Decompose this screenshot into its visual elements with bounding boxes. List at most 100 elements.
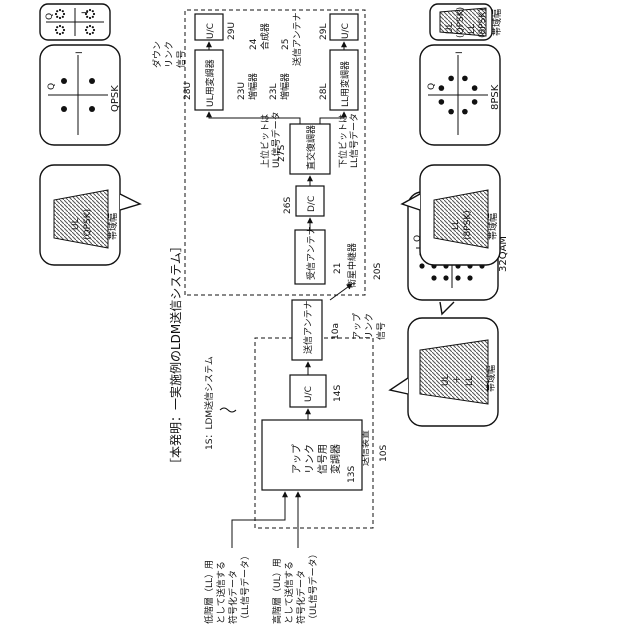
const-out-point-0 bbox=[59, 25, 61, 27]
spectrum-out-axis: 帯域幅 bbox=[491, 9, 503, 36]
const-out-point-15 bbox=[56, 10, 58, 12]
spectrum-ll-label-2: (8PSK) bbox=[463, 210, 473, 240]
combiner-24-label: 合成器 bbox=[259, 23, 271, 50]
ul-mod-28u-label: UL用変調器 bbox=[204, 59, 216, 107]
amp-23u-label: 増幅器 bbox=[247, 73, 259, 100]
spectrum-ul-label-2: (QPSK) bbox=[83, 209, 93, 240]
const-320-point-0 bbox=[419, 263, 424, 268]
uc-14s-ref: 14S bbox=[333, 385, 343, 402]
const-out-point-24 bbox=[89, 9, 91, 11]
const-320-point-16 bbox=[455, 275, 460, 280]
spectrum-in-axis: 帯域幅 bbox=[485, 365, 497, 392]
ll-input-arrow bbox=[232, 492, 285, 548]
system-label-leader bbox=[220, 408, 236, 412]
transmitter-ref: 10S bbox=[379, 445, 389, 462]
const-out-point-6 bbox=[55, 29, 57, 31]
input-ll-line-4: （LL信号データ） bbox=[239, 551, 251, 624]
uplink-modulator-line-2: リンク bbox=[304, 444, 316, 474]
const-out-bubble: Q I bbox=[40, 4, 110, 40]
const-out-point-13 bbox=[56, 16, 58, 18]
const-out-point-25 bbox=[92, 10, 94, 12]
tx-antenna-25-label: 送信アンテナ bbox=[291, 12, 303, 66]
spectrum-ll-axis: 帯域幅 bbox=[487, 213, 499, 240]
const-out-point-26 bbox=[93, 13, 95, 15]
const-qpsk-point-2 bbox=[89, 106, 95, 112]
const-8psk-name: 8PSK bbox=[490, 84, 501, 110]
const-out-point-10 bbox=[63, 13, 65, 15]
ll-mod-28l-label: LL用変調器 bbox=[339, 61, 351, 107]
const-qpsk-name: QPSK bbox=[110, 85, 121, 112]
const-320-point-4 bbox=[431, 275, 436, 280]
uc-14s-label: U/C bbox=[304, 386, 314, 402]
amp-23l-label: 増幅器 bbox=[279, 73, 291, 100]
const-out-point-20 bbox=[89, 33, 91, 35]
amp-23u-ref: 23U bbox=[237, 82, 247, 100]
const-out-point-18 bbox=[93, 29, 95, 31]
const-out-point-21 bbox=[86, 32, 88, 34]
const-8psk-bubble: Q I 8PSK bbox=[420, 45, 501, 145]
downlink-label-1: ダウン bbox=[151, 41, 163, 68]
ul-bits-note-2: UL信号データ bbox=[270, 111, 282, 168]
const-out-q: Q bbox=[45, 13, 55, 20]
demod-to-ul-mod-arrow bbox=[209, 112, 300, 124]
demod-27s-label: 直交復調器 bbox=[305, 125, 317, 170]
spectrum-ll-label-1: LL bbox=[451, 220, 461, 230]
input-ll: 低階層（LL）用 として送信する 符号化データ （LL信号データ） bbox=[203, 551, 251, 624]
const-out-point-29 bbox=[86, 16, 88, 18]
uplink-label-1: アップ bbox=[352, 313, 363, 340]
downlink-label-2: リンク bbox=[164, 41, 175, 68]
input-ul: 高階層（UL）用 として送信する 符号化データ （UL信号データ） bbox=[271, 549, 319, 624]
const-8psk-point-4 bbox=[448, 109, 454, 115]
uc-29u-ref: 29U bbox=[227, 22, 237, 40]
spectrum-out-label-3: LL bbox=[467, 24, 477, 34]
const-out-point-31 bbox=[86, 10, 88, 12]
const-8psk-point-7 bbox=[448, 76, 454, 82]
const-out-point-30 bbox=[85, 13, 87, 15]
const-qpsk-point-1 bbox=[61, 78, 67, 84]
tx-antenna-25-ref: 25 bbox=[281, 39, 291, 50]
const-out-point-22 bbox=[85, 29, 87, 31]
spectrum-in-label-plus: ＋ bbox=[452, 375, 463, 384]
const-out-point-23 bbox=[86, 26, 88, 28]
uc-29u-label: U/C bbox=[206, 23, 216, 39]
spectrum-ul-axis: 帯域幅 bbox=[107, 213, 119, 240]
rx-antenna-21-ref: 21 bbox=[333, 263, 343, 274]
spectrum-in-label-ul: UL bbox=[441, 374, 451, 386]
const-8psk-q: Q bbox=[427, 83, 437, 90]
uc-29l-label: U/C bbox=[341, 23, 351, 39]
spectrum-out-label-4: (8PSK) bbox=[478, 8, 488, 38]
spectrum-out-label-2: (QPSK) bbox=[456, 7, 466, 38]
dc-26s-ref: 26S bbox=[283, 197, 293, 214]
repeater-name: 衛星中継器 bbox=[346, 243, 358, 288]
tx-antenna-10a-ref: 10a bbox=[331, 323, 341, 340]
const-out-point-12 bbox=[59, 17, 61, 19]
const-qpsk-point-0 bbox=[61, 106, 67, 112]
spectrum-ll-shape bbox=[434, 190, 488, 248]
const-out-point-17 bbox=[92, 26, 94, 28]
spectrum-ul-shape bbox=[54, 190, 108, 248]
input-ll-line-1: 低階層（LL）用 bbox=[203, 560, 215, 624]
const-out-point-11 bbox=[62, 16, 64, 18]
input-ll-line-3: 符号化データ bbox=[227, 570, 239, 624]
const-out-point-19 bbox=[92, 32, 94, 34]
const-out-point-9 bbox=[62, 10, 64, 12]
const-8psk-point-2 bbox=[472, 99, 478, 105]
combiner-24-ref: 24 bbox=[249, 38, 259, 50]
const-out-point-7 bbox=[56, 26, 58, 28]
const-8psk-point-1 bbox=[472, 85, 478, 91]
const-8psk-point-5 bbox=[439, 99, 445, 105]
spectrum-ul-label-1: UL bbox=[71, 218, 81, 230]
amp-23l-ref: 23L bbox=[269, 84, 279, 100]
const-out-point-14 bbox=[55, 13, 57, 15]
spectrum-ul-bubble: UL (QPSK) 帯域幅 bbox=[40, 165, 140, 265]
spectrum-in-label-ll: LL bbox=[465, 376, 475, 386]
const-8psk-point-3 bbox=[462, 109, 468, 115]
const-qpsk-i: I bbox=[75, 51, 85, 54]
uplink-modulator-line-4: 変調器 bbox=[329, 444, 342, 474]
repeater-ref: 20S bbox=[373, 263, 383, 280]
downlink-label-3: 信号 bbox=[175, 50, 187, 68]
rx-antenna-21-label: 受信アンテナ bbox=[305, 226, 317, 280]
const-320-point-22 bbox=[467, 275, 472, 280]
